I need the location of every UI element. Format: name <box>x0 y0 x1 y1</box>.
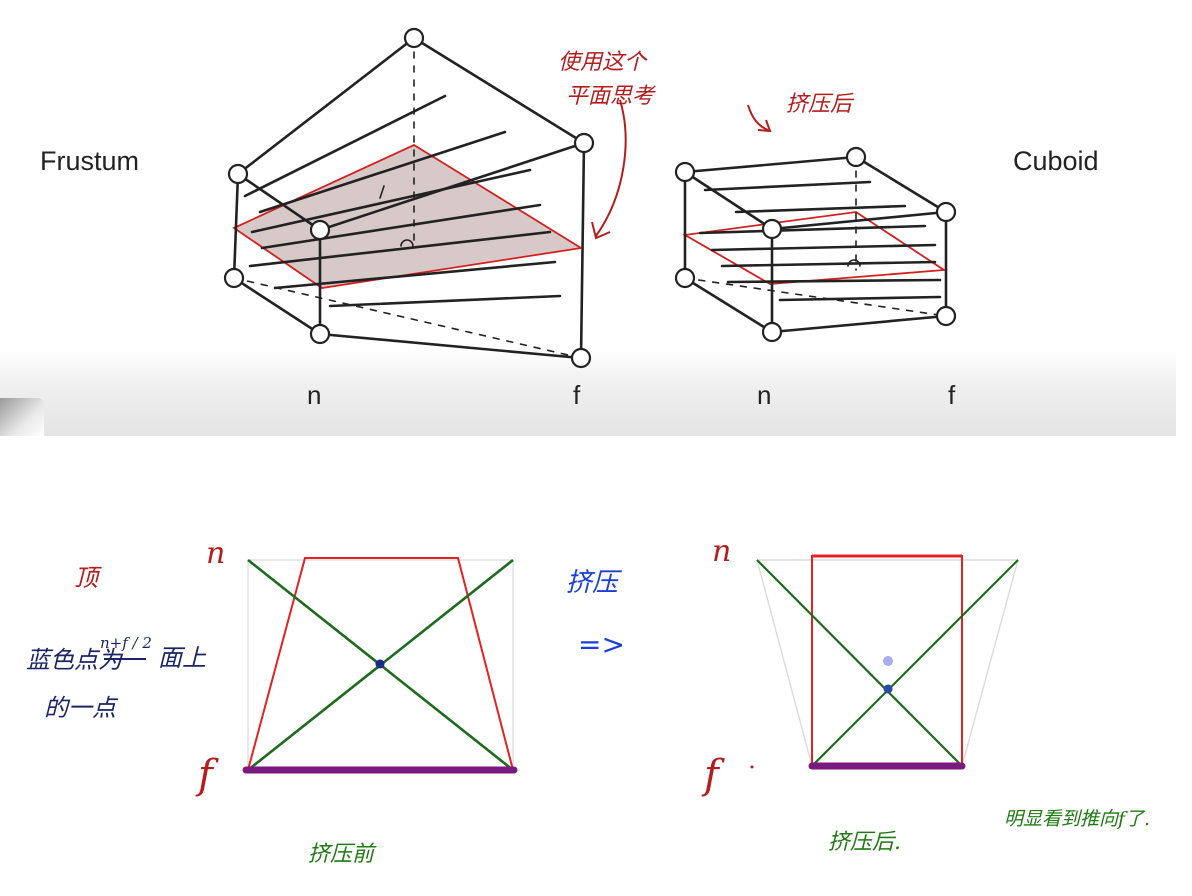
cuboid-near-label: n <box>757 380 772 410</box>
after-diagonal-a <box>756 559 963 767</box>
squeeze-arrow-mark <box>747 104 769 131</box>
cuboid-far-label: f <box>948 380 956 410</box>
frustum-cuboid-figure <box>223 27 957 369</box>
before-trapezoid <box>247 557 514 771</box>
note-use-plane-line2: 平面思考 <box>566 84 655 109</box>
frustum-far-label: f <box>573 380 581 410</box>
note-squeeze: 挤压 <box>566 568 619 598</box>
left-n-label: n <box>206 536 226 571</box>
right-f-label: f <box>704 752 719 798</box>
right-n-label: n <box>712 534 732 569</box>
frustum-label: Frustum <box>40 146 140 176</box>
presenter-shadow <box>0 398 44 436</box>
before-squeeze-sketch <box>242 557 518 774</box>
note-blue-point-prefix: 蓝色点为 <box>26 646 122 674</box>
after-diagonal-b <box>811 559 1019 767</box>
cuboid-label: Cuboid <box>1013 146 1099 176</box>
note-squeeze-arrow: => <box>578 628 625 661</box>
note-blue-point-line2: 的一点 <box>44 694 116 722</box>
note-blue-point-suffix: 面上 <box>158 644 206 672</box>
note-after-squeeze-top: 挤压后 <box>786 92 853 117</box>
note-after-squeeze-bottom: 挤压后. <box>828 830 901 855</box>
note-arrow <box>595 99 627 237</box>
note-top: 顶 <box>74 564 98 592</box>
note-use-plane-line1: 使用这个 <box>558 50 647 75</box>
cuboid <box>674 146 957 343</box>
before-blue-point <box>375 659 385 669</box>
slide-screenshot: Frustum Cuboid n f n f 使用这个 平面思考 挤压后 <box>0 0 1176 436</box>
note-pushed-toward-f: 明显看到推向f了. <box>1004 808 1151 830</box>
frustum <box>223 27 595 369</box>
after-blue-point <box>883 684 893 694</box>
after-squeeze-sketch <box>750 554 1019 770</box>
note-blue-point-fraction: n+f / 2 <box>100 634 152 652</box>
after-ghost-point <box>883 656 893 666</box>
cuboid-cut-plane <box>682 211 947 285</box>
note-before-squeeze: 挤压前 <box>308 842 375 867</box>
stray-dot <box>750 765 754 769</box>
frustum-near-label: n <box>307 380 322 410</box>
left-f-label: f <box>198 752 213 798</box>
